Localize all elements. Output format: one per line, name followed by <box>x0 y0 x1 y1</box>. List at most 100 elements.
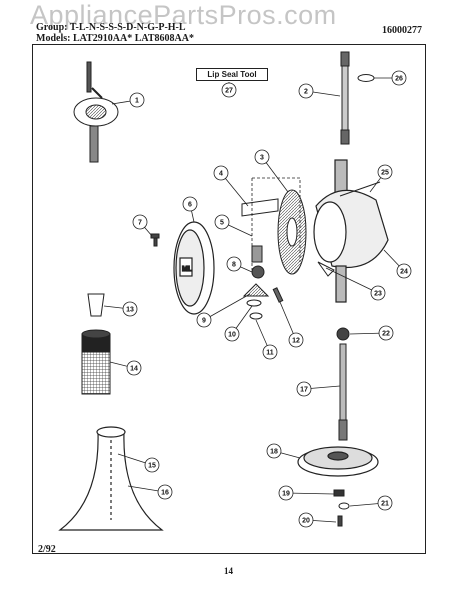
callout-14: 14 <box>109 360 142 376</box>
part-10-washer <box>246 299 262 307</box>
part-13-cap <box>87 293 105 317</box>
callout-26: 26 <box>374 70 407 86</box>
callout-label-17: 17 <box>300 387 308 394</box>
callout-circle-13 <box>122 301 138 317</box>
part-12-pin <box>272 287 284 303</box>
callout-leader-23 <box>325 267 379 294</box>
callout-circle-15 <box>144 457 160 473</box>
callout-10: 10 <box>224 305 253 342</box>
part-17-shaft <box>338 343 348 441</box>
callout-25: 25 <box>369 164 393 193</box>
part-7-screw <box>150 233 160 247</box>
callout-label-22: 22 <box>382 331 390 338</box>
callout-8: 8 <box>226 256 253 273</box>
part-26-o-ring <box>357 74 375 82</box>
callout-label-16: 16 <box>161 490 169 497</box>
callout-2: 2 <box>298 83 341 99</box>
callout-label-9: 9 <box>202 318 206 325</box>
part-9-pinion <box>242 283 270 297</box>
part-18-pulley <box>297 446 379 477</box>
callout-circle-10 <box>224 326 240 342</box>
callout-3: 3 <box>254 149 289 193</box>
part-20-bolt <box>337 515 343 527</box>
callout-circle-17 <box>296 381 312 397</box>
callout-circle-27 <box>221 82 237 98</box>
callout-circle-19 <box>278 485 294 501</box>
part-1-seal-assembly <box>73 61 119 163</box>
callout-label-15: 15 <box>148 463 156 470</box>
callout-circle-14 <box>126 360 142 376</box>
part-number: 16000277 <box>382 25 422 36</box>
callout-label-7: 7 <box>138 220 142 227</box>
part-3-gear <box>277 189 307 275</box>
part-14-filter <box>81 329 111 395</box>
callout-20: 20 <box>298 512 337 528</box>
callout-label-25: 25 <box>381 170 389 177</box>
callout-circle-22 <box>378 325 394 341</box>
part-19-nut <box>333 489 345 497</box>
part-22-seal <box>336 327 350 341</box>
callout-circle-4 <box>213 165 229 181</box>
callout-label-23: 23 <box>374 291 382 298</box>
callout-label-4: 4 <box>219 171 223 178</box>
callout-circle-8 <box>226 256 242 272</box>
part-2-shaft <box>340 51 375 145</box>
callout-circle-11 <box>262 344 278 360</box>
callout-label-27: 27 <box>225 88 233 95</box>
callout-15: 15 <box>117 453 160 473</box>
callout-circle-26 <box>391 70 407 86</box>
svg-text:ML: ML <box>182 266 193 273</box>
callout-label-5: 5 <box>220 220 224 227</box>
part-15-agitator <box>58 426 164 531</box>
callout-7: 7 <box>132 214 153 237</box>
callout-circle-12 <box>288 332 304 348</box>
part-11-ring <box>249 312 263 320</box>
callout-5: 5 <box>214 214 253 237</box>
assembly-dashed-lines <box>251 177 301 270</box>
revision-date: 2/92 <box>38 544 56 555</box>
callout-label-18: 18 <box>270 449 278 456</box>
callout-circle-24 <box>396 263 412 279</box>
callout-circle-3 <box>254 149 270 165</box>
callout-label-20: 20 <box>302 518 310 525</box>
callout-13: 13 <box>103 301 138 317</box>
callout-6: 6 <box>182 196 198 223</box>
part-8-nut <box>251 265 265 279</box>
callout-27: 27 <box>221 82 237 98</box>
callout-circle-1 <box>129 92 145 108</box>
part-24-gearcase <box>313 159 389 303</box>
part-5-bracket <box>241 198 279 263</box>
callout-label-19: 19 <box>282 491 290 498</box>
callout-21: 21 <box>349 495 393 511</box>
callout-circle-23 <box>370 285 386 301</box>
part-21-washer <box>338 502 350 510</box>
callout-circle-7 <box>132 214 148 230</box>
callout-label-14: 14 <box>130 366 138 373</box>
callout-17: 17 <box>296 381 341 397</box>
callout-circle-2 <box>298 83 314 99</box>
callout-label-3: 3 <box>260 155 264 162</box>
callout-label-8: 8 <box>232 262 236 269</box>
lip-seal-tool-label: Lip Seal Tool <box>196 68 268 81</box>
callout-circle-21 <box>377 495 393 511</box>
callout-24: 24 <box>383 249 412 279</box>
callout-circle-16 <box>157 484 173 500</box>
callout-label-12: 12 <box>292 338 300 345</box>
callout-label-21: 21 <box>381 501 389 508</box>
callout-label-1: 1 <box>135 98 139 105</box>
part-25-gearcase-cover <box>339 181 381 197</box>
group-title: Group: T-L-N-S-S-S-D-N-G-P-H-L <box>36 22 186 33</box>
callouts-layer: 1234567891011121314151617181920212223242… <box>103 70 412 528</box>
models-line: Models: LAT2910AA* LAT8608AA* <box>36 33 194 44</box>
callout-12: 12 <box>279 301 304 348</box>
callout-label-13: 13 <box>126 307 134 314</box>
callout-19: 19 <box>278 485 335 501</box>
callout-23: 23 <box>325 267 386 301</box>
callout-circle-25 <box>377 164 393 180</box>
callout-circle-18 <box>266 443 282 459</box>
callout-label-24: 24 <box>400 269 408 276</box>
callout-22: 22 <box>349 325 394 341</box>
part-6-cover: ML <box>173 221 215 315</box>
callout-11: 11 <box>255 319 278 360</box>
